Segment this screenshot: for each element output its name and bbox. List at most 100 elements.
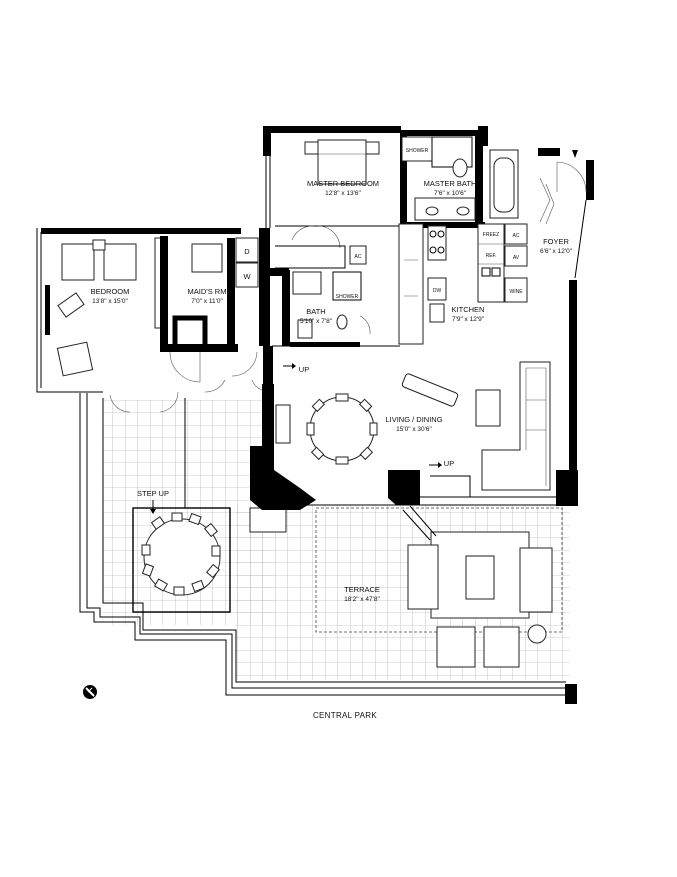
terrace (79, 393, 570, 696)
living-hall-doors (204, 379, 263, 393)
kitchen-label: KITCHEN (452, 305, 485, 314)
step-up-label: STEP UP (137, 489, 169, 498)
master-toilet (452, 158, 468, 178)
step-up-platform (132, 507, 231, 613)
living-southwest-pier (250, 446, 316, 510)
closet-rail (275, 245, 346, 269)
kitchen-dims: 7'9" x 12'9" (452, 316, 485, 323)
master-bath-label: MASTER BATH (424, 179, 477, 188)
terrace-sofa-right (519, 547, 553, 613)
shower-enclosure (332, 271, 362, 301)
foyer-east-wall (586, 160, 594, 200)
living-column (388, 470, 420, 505)
living-dining: LIVING / DINING 15'0" x 30'6" (250, 345, 578, 704)
terrace-side-table (527, 624, 547, 644)
kitchen-tall-units (477, 223, 505, 303)
master-closet-door (291, 225, 315, 241)
bedroom-label: BEDROOM (91, 287, 130, 296)
bath-toilet (336, 314, 348, 330)
bedroom-terrace-doors (109, 391, 179, 413)
master-bed (317, 139, 367, 185)
freez-label: FREEZ (483, 232, 499, 238)
living-step (430, 475, 471, 497)
up-label-2: UP (444, 459, 454, 468)
bedroom-outer-wall (36, 228, 103, 393)
dw-label: DW (433, 288, 442, 294)
terrace-parapet-inner (86, 393, 568, 689)
dining-chairs (306, 393, 378, 465)
kitchen-cooktop (427, 225, 447, 261)
arrow-right-icon (292, 363, 296, 369)
master-east-wall (400, 133, 407, 225)
washer (235, 262, 259, 288)
ac-label-1: AC (355, 254, 362, 260)
bath: SHOWER BATH 5'10" x 7'8" (259, 228, 371, 347)
living-dining-dims: 15'0" x 30'6" (396, 426, 432, 433)
nightstand (92, 239, 106, 251)
master-nightstand-right (365, 141, 380, 155)
vanity-sink-1 (425, 206, 439, 216)
terrace-edge (102, 398, 566, 683)
arrow-right-icon (438, 462, 442, 468)
master-nightstand-left (304, 141, 319, 155)
wine-fridge (504, 277, 528, 303)
bath-shower-label: SHOWER (336, 294, 359, 300)
terrace-coffee-table (465, 555, 495, 600)
master-bath-dims: 7'6" x 10'6" (434, 190, 467, 197)
master-bedroom-label: MASTER BEDROOM (307, 179, 379, 188)
bedroom-armchair (56, 341, 94, 377)
terrace-label: TERRACE (344, 585, 380, 594)
bath-vanity (297, 319, 313, 339)
foyer: FOYER 6'6" x 12'0" (538, 148, 594, 480)
entry-arrow-icon (572, 150, 578, 158)
vanity-sink-2 (456, 206, 470, 216)
terrace-parapet-outer (79, 393, 570, 696)
ac-unit-1 (349, 245, 367, 265)
kitchen-counter-west (398, 223, 424, 345)
central-park-label: CENTRAL PARK (313, 711, 377, 720)
maids-closet-wall (227, 238, 235, 348)
living-dining-label: LIVING / DINING (385, 415, 442, 424)
chaise-lounge (401, 373, 459, 407)
maids-bed (191, 243, 223, 273)
bath-west-wall (259, 228, 270, 346)
terrace-dims: 18'2" x 47'8" (344, 596, 380, 603)
bedroom-door-swing (231, 351, 258, 377)
bath-shower-stall (292, 271, 322, 295)
southeast-pier (556, 470, 578, 506)
master-north-wall (263, 126, 401, 133)
bedroom-north-wall (41, 228, 241, 234)
maids-door-swing (169, 351, 201, 383)
kitchen: DW FREEZ REF. AC AV WINE KITCHEN 7'9" x … (398, 223, 528, 345)
terrace-corner-pier (565, 684, 577, 704)
living-east-wall (569, 280, 577, 480)
step-up-marker: STEP UP (137, 489, 169, 514)
sideboard (275, 404, 291, 444)
ref-label: REF. (486, 253, 497, 259)
dishwasher (427, 277, 447, 301)
ac-label-2: AC (513, 233, 520, 239)
terrace-chair-1 (436, 626, 476, 668)
bed-1 (61, 243, 95, 281)
compass-icon (83, 685, 97, 699)
wine-label: WINE (509, 289, 523, 295)
foyer-bifold-closet (539, 177, 555, 225)
bedroom-lounge-chair (57, 292, 85, 318)
bed-2 (103, 243, 137, 281)
up-label-1: UP (299, 365, 309, 374)
terrace-chairs (141, 512, 221, 596)
master-bedroom-dims: 12'8" x 13'6" (325, 190, 361, 197)
kitchen-sink (429, 303, 445, 323)
master-bath: SHOWER MASTER BATH 7'6" x 10'6" (401, 135, 519, 228)
bath-label: BATH (306, 307, 325, 316)
terrace-chair-2 (483, 626, 520, 668)
dryer-label: D (244, 247, 250, 256)
maids-rm-label: MAID'S RM (188, 287, 227, 296)
maids-rm-dims: 7'0" x 11'0" (191, 298, 223, 305)
terrace-planter (249, 507, 287, 533)
living-sofa (481, 361, 551, 491)
terrace-sofa-left (407, 544, 439, 610)
maids-room: D W MAID'S RM 7'0" x 11'0" (160, 236, 259, 383)
master-shower-label: SHOWER (406, 148, 429, 154)
